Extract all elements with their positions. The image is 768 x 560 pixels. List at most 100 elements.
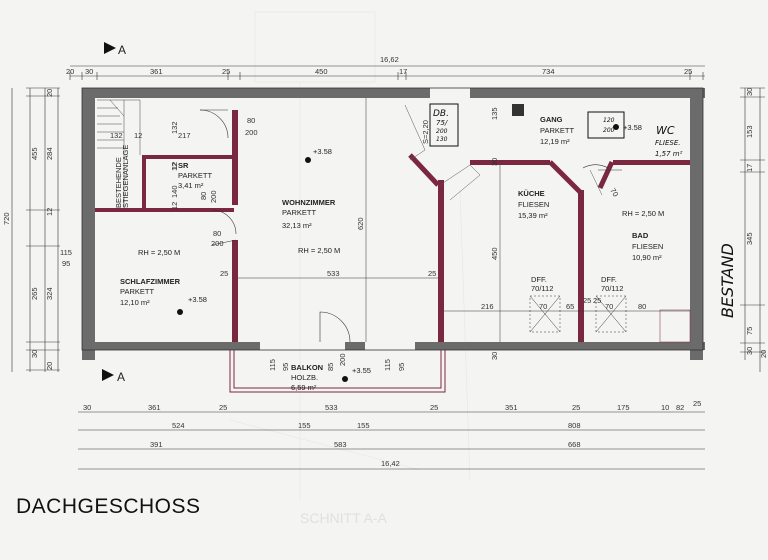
sr-name: SR: [178, 161, 189, 170]
idim-200c: 200: [209, 190, 218, 203]
dim-bottom-total: 16,42: [381, 459, 400, 468]
hw-bestand: BESTAND: [718, 243, 737, 318]
idim-450: 450: [490, 247, 499, 260]
bottom-dimensions: [78, 411, 705, 470]
chimney: [512, 104, 524, 116]
dim-bottom-10: 82: [676, 403, 684, 412]
ghost-background: SCHNITT A-A: [229, 11, 471, 526]
dim-left-8: 115: [60, 248, 72, 257]
dim-left-6: 265: [30, 287, 39, 300]
dim-top-1: 20: [66, 67, 74, 76]
gang-name: GANG: [540, 115, 563, 124]
dim-right-7: 20: [759, 350, 768, 358]
idim-25c: 25: [583, 296, 591, 305]
dim-left-9: 20: [45, 362, 54, 370]
idim-80b: 80: [213, 229, 221, 238]
dim-right-2: 153: [745, 125, 754, 138]
stair-label-1: BESTEHENDE: [114, 157, 123, 208]
stair-dim-5: 12: [170, 163, 179, 171]
dim-bottom-r3-2: 583: [334, 440, 347, 449]
idim-200a: 200: [245, 128, 258, 137]
hw-db-1: DB.: [433, 109, 449, 119]
outer-walls: [82, 88, 705, 360]
dim-right-3: 17: [745, 164, 754, 172]
dim-bottom-r2-3: 155: [357, 421, 370, 430]
schlafzimmer-rh: RH = 2,50 M: [138, 248, 180, 257]
dim-top-8: 25: [684, 67, 692, 76]
dim-top-2: 30: [85, 67, 93, 76]
hw-db-4: 130: [436, 136, 448, 143]
balkon-area: 6,59 m²: [291, 383, 317, 392]
left-dimensions: [11, 87, 60, 372]
dim-right-5: 75: [745, 327, 754, 335]
schlafzimmer-floor: PARKETT: [120, 287, 154, 296]
dim-right-6: 30: [745, 347, 754, 355]
schlaf-level: +3.58: [188, 295, 207, 304]
outer-outline: [81, 87, 704, 351]
stair-dim-1: 132: [110, 131, 123, 140]
skylights: [529, 295, 691, 343]
dim-bottom-9: 10: [661, 403, 669, 412]
skylight-2-size: 70/112: [601, 284, 623, 293]
svg-text:A: A: [118, 43, 126, 57]
dim-bottom-7: 25: [572, 403, 580, 412]
inner-walls: [95, 110, 690, 342]
schlafzimmer-area: 12,10 m²: [120, 298, 150, 307]
idim-95a: 95: [281, 363, 290, 371]
dim-bottom-r2-2: 155: [298, 421, 311, 430]
dim-left-4: 12: [45, 208, 54, 216]
handwritten-small-box: [587, 111, 625, 139]
idim-30a: 30: [490, 158, 499, 166]
balkon-level: +3.55: [352, 366, 371, 375]
skylight-2-w: 70: [605, 302, 613, 311]
dim-left-10: 30: [30, 350, 39, 358]
idim-s: S=2,20: [421, 120, 430, 144]
dim-bottom-6: 351: [505, 403, 518, 412]
idim-70: 70: [608, 187, 620, 199]
idim-80d: 80: [638, 302, 646, 311]
dim-left-3: 284: [45, 147, 54, 160]
dim-bottom-1: 30: [83, 403, 91, 412]
dim-top-5: 450: [315, 67, 328, 76]
hw-wc: WC: [656, 124, 675, 137]
dim-bottom-2: 361: [148, 403, 161, 412]
dim-left-1: 20: [45, 89, 54, 97]
idim-12b: 12: [170, 202, 179, 210]
idim-25b: 25: [428, 269, 436, 278]
kueche-floor: FLIESEN: [518, 200, 549, 209]
stair-dim-4: 132: [170, 121, 179, 134]
dim-top-4: 25: [222, 67, 230, 76]
bad-floor: FLIESEN: [632, 242, 663, 251]
dim-top-6: 17: [399, 67, 407, 76]
drawing-title: DACHGESCHOSS: [16, 495, 201, 518]
stair-label-2: STIEGENANLAGE: [121, 145, 130, 208]
staircase: [97, 99, 141, 208]
wohnzimmer-rh: RH = 2,50 M: [298, 246, 340, 255]
hatched-walls: [404, 104, 603, 201]
section-marker-bottom: A: [102, 369, 125, 384]
balkon-floor: HOLZB.: [291, 373, 318, 382]
stair-dim-2: 12: [134, 131, 142, 140]
gang-floor: PARKETT: [540, 126, 574, 135]
diagonal-walls: [408, 153, 615, 194]
skylight-2-label: DFF.: [601, 275, 617, 284]
wohnzimmer-name: WOHNZIMMER: [282, 198, 336, 207]
idim-25a: 25: [220, 269, 228, 278]
section-marker-top: A: [104, 42, 126, 57]
ghost-section-text: SCHNITT A-A: [300, 510, 388, 526]
bad-area: 10,90 m²: [632, 253, 662, 262]
idim-65: 65: [566, 302, 574, 311]
skylight-1-size: 70/112: [531, 284, 553, 293]
gang-area: 12,19 m²: [540, 137, 570, 146]
balcony: [229, 350, 446, 393]
wohnzimmer-area: 32,13 m²: [282, 221, 312, 230]
level-symbols: [177, 124, 619, 382]
idim-200b: 200: [211, 239, 224, 248]
stair-dim-3: 217: [178, 131, 191, 140]
kueche-area: 15,39 m²: [518, 211, 548, 220]
hw-wc-area: 1,57 m²: [655, 150, 683, 158]
bad-name: BAD: [632, 231, 649, 240]
dim-top-7: 734: [542, 67, 555, 76]
idim-25d: 25: [593, 296, 601, 305]
